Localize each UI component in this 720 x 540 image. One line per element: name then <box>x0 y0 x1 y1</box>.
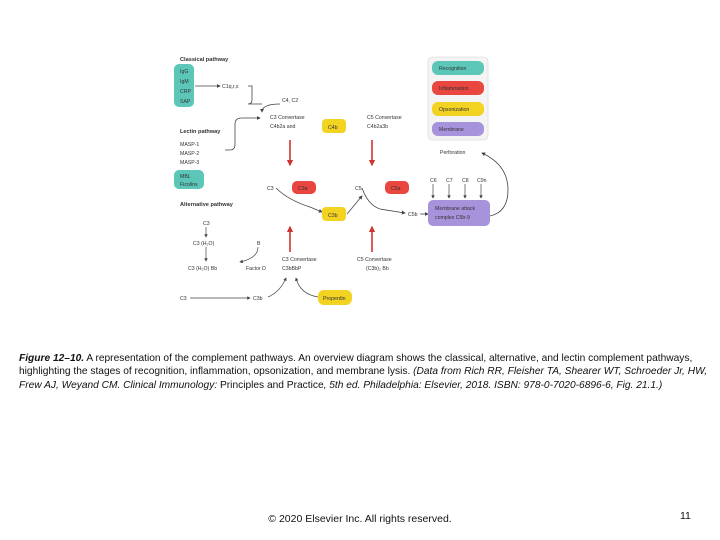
activator-crp: CRP <box>180 89 191 95</box>
alt-factor-d-label: Factor D <box>246 266 266 272</box>
legend-inflammation-swatch <box>432 81 484 95</box>
alternative-pathway-header: Alternative pathway <box>180 202 234 208</box>
arrow-perforation <box>481 152 509 217</box>
legend-opsonization-label: Opsonization <box>439 107 469 113</box>
figure-label: Figure 12–10. <box>19 353 85 364</box>
mac-c9n: C9n <box>477 178 487 184</box>
alt-c3-label: C3 <box>203 221 210 227</box>
arrow-c3-to-c3b <box>275 187 323 213</box>
alt-c3h2o-label: C3 (H₂O) <box>193 241 215 247</box>
caption-source-plain: Principles and Practice <box>217 379 324 391</box>
arrow-properdin <box>294 277 319 298</box>
arrow-c3b-up <box>267 277 287 298</box>
alt-c3-bottom-label: C3 <box>180 296 187 302</box>
legend-recognition-swatch <box>432 61 484 75</box>
c3-convertase-classical-name: C4b2a and <box>270 124 295 130</box>
lectin-ficolins: Ficolins <box>180 182 198 188</box>
c5a-box <box>385 181 409 194</box>
classical-activators-box <box>174 64 194 107</box>
alt-c3b-bottom-label: C3b <box>253 296 263 302</box>
arrow-c5-to-c5b <box>361 187 406 215</box>
page-number: 11 <box>680 510 691 522</box>
copyright-footer: © 2020 Elsevier Inc. All rights reserved… <box>268 513 452 525</box>
caption-source-end: , 5th ed. Philadelphia: Elsevier, 2018. … <box>323 379 663 391</box>
c5a-label: C5a <box>391 186 401 192</box>
c5b-label: C5b <box>408 212 418 218</box>
mac-c8: C8 <box>462 178 469 184</box>
c3b-box <box>322 207 346 221</box>
arrow-alt-b <box>239 246 259 264</box>
classical-pathway-header: Classical pathway <box>180 57 229 63</box>
lectin-masp1: MASP-1 <box>180 142 199 148</box>
arrow-lectin-to-convertase <box>225 116 261 151</box>
c4b-label: C4b <box>328 125 338 131</box>
lectin-mbl: MBL <box>180 174 191 180</box>
c4c2-label: C4, C2 <box>282 98 298 104</box>
alt-c3h2obb-label: C3 (H₂O) Bb <box>188 266 217 272</box>
caption-source: (Data from Rich RR, Fleisher TA, Shearer… <box>19 366 708 391</box>
c5-convertase-classical-title: C5 Convertase <box>367 115 402 121</box>
lectin-masp3: MASP-3 <box>180 160 199 166</box>
c3a-label: C3a <box>298 186 308 192</box>
legend-opsonization-swatch <box>432 102 484 116</box>
legend-recognition-label: Recognition <box>439 66 467 72</box>
properdin-label: Properdin <box>323 296 346 302</box>
lectin-masp2: MASP-2 <box>180 151 199 157</box>
lectin-mbl-box <box>174 170 204 189</box>
lectin-pathway-header: Lectin pathway <box>180 129 221 135</box>
legend-membrane-label: Membrane <box>439 127 464 133</box>
activator-sap: SAP <box>180 99 191 105</box>
c4b-box <box>322 119 346 133</box>
legend-frame <box>427 56 489 141</box>
alt-c5-convertase-label: C5 Convertase <box>357 257 392 263</box>
legend-membrane-swatch <box>432 122 484 136</box>
mac-c6: C6 <box>430 178 437 184</box>
c1-label: C1q,r,s <box>222 84 239 90</box>
alt-c3b2bb-label: (C3b)₂ Bb <box>366 266 389 272</box>
alt-c3-convertase-label: C3 Convertase <box>282 257 317 263</box>
c5-center-label: C5 <box>355 186 362 192</box>
figure-caption: Figure 12–10. A representation of the co… <box>19 352 709 392</box>
mac-line1: Membrane attack <box>435 206 475 212</box>
c3-convertase-classical-title: C3 Convertase <box>270 115 305 121</box>
activator-igg: IgG <box>180 69 188 75</box>
c5-convertase-classical-name: C4b2a3b <box>367 124 388 130</box>
alt-b-label: B <box>257 241 261 247</box>
arrow-c1-path <box>247 85 262 105</box>
alt-c3bbbp-label: C3bBbP <box>282 266 302 272</box>
perforation-label: Perforation <box>440 150 465 156</box>
arrow-c4c2 <box>260 103 281 113</box>
activator-igm: IgM <box>180 79 189 85</box>
legend-inflammation-label: Inflammation <box>439 86 469 92</box>
c3-center-label: C3 <box>267 186 274 192</box>
complement-pathway-diagram: Classical pathway IgG IgM CRP SAP C1q,r,… <box>174 56 509 305</box>
legend: Recognition Inflammation Opsonization Me… <box>427 56 489 141</box>
properdin-box <box>318 290 352 305</box>
mac-line2: complex C5b-9 <box>435 215 470 221</box>
arrow-c3b-feedback <box>346 195 363 215</box>
c3a-box <box>292 181 316 194</box>
c3b-label: C3b <box>328 213 338 219</box>
mac-box <box>428 200 490 226</box>
caption-text: A representation of the complement pathw… <box>19 353 693 378</box>
mac-c7: C7 <box>446 178 453 184</box>
